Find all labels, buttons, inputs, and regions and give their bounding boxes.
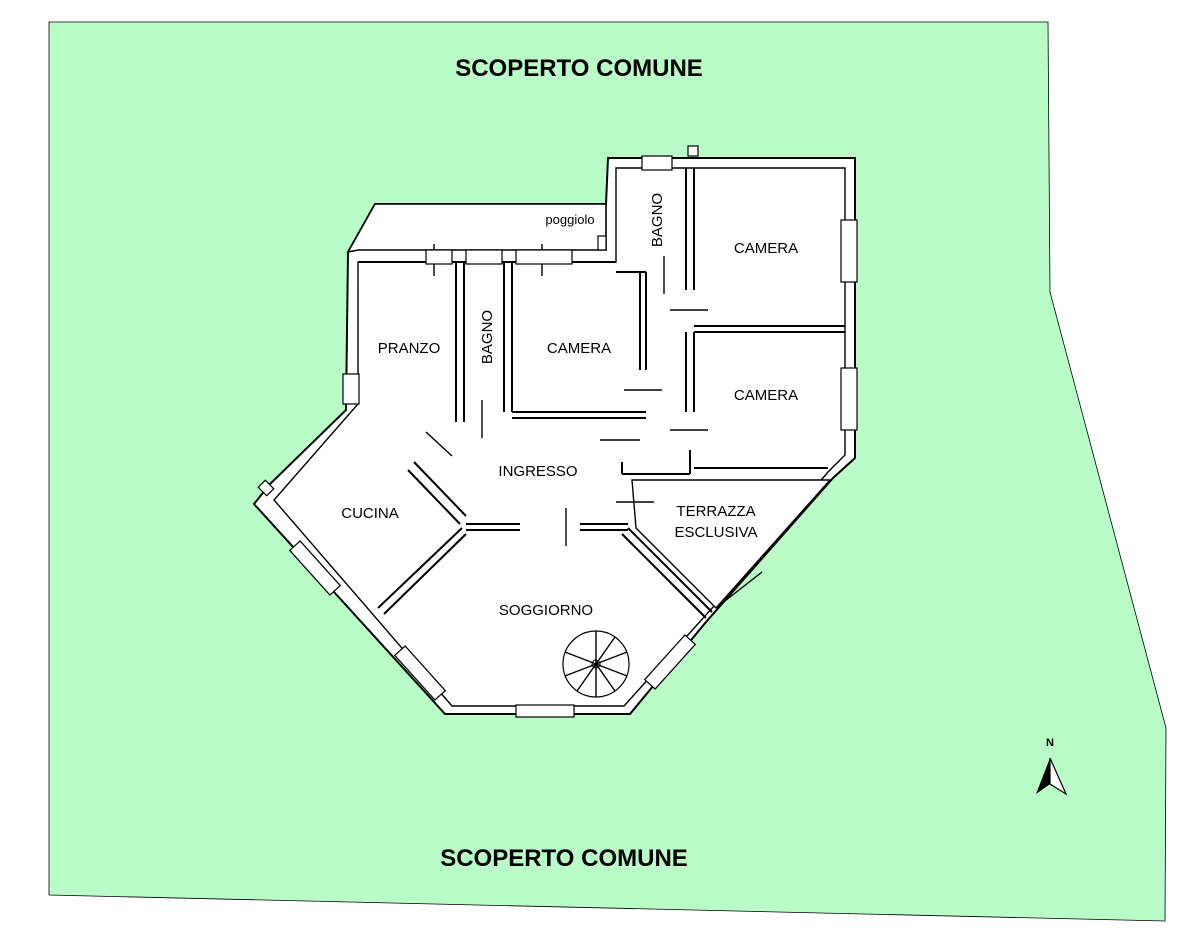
room-label-bedroom-top-right: CAMERA	[734, 240, 798, 257]
balcony-strip	[346, 203, 607, 254]
north-label: N	[1046, 737, 1054, 749]
interior-walls	[377, 168, 845, 619]
common-area-label-bottom: SCOPERTO COMUNE	[440, 845, 688, 872]
room-label-bath-left: BAGNO	[479, 310, 496, 364]
spiral-staircase	[562, 630, 630, 698]
room-label-bedroom-right: CAMERA	[734, 387, 798, 404]
balcony-label: poggiolo	[545, 212, 594, 227]
room-label-kitchen: CUCINA	[341, 505, 399, 522]
room-label-terrace-line2: ESCLUSIVA	[674, 524, 757, 541]
room-label-bath-top: BAGNO	[649, 193, 666, 247]
room-label-dining: PRANZO	[378, 340, 441, 357]
north-arrow: N	[1036, 737, 1068, 796]
room-label-living: SOGGIORNO	[499, 602, 593, 619]
room-label-terrace-line1: TERRAZZA	[676, 503, 755, 520]
windows	[257, 145, 858, 718]
common-area-label-top: SCOPERTO COMUNE	[455, 55, 703, 82]
room-label-bedroom-center: CAMERA	[547, 340, 611, 357]
room-label-entrance: INGRESSO	[498, 463, 577, 480]
terrace-edge	[715, 571, 763, 609]
door-markers	[425, 244, 708, 546]
